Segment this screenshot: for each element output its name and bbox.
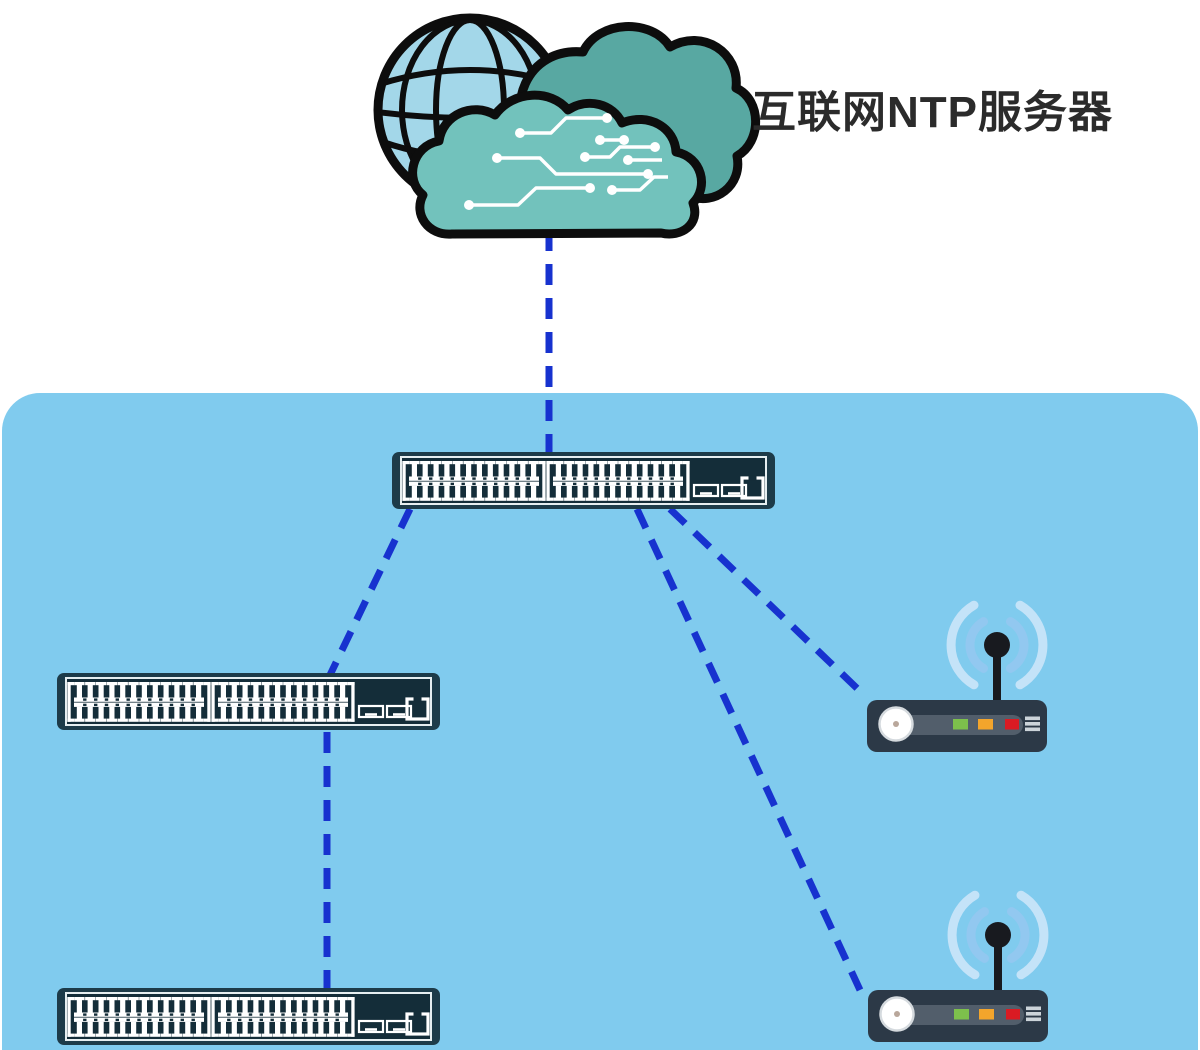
link-core-router2 <box>633 507 864 992</box>
internet-ntp-server-label: 互联网NTP服务器 <box>752 88 1113 137</box>
link-core-router1 <box>667 506 867 698</box>
circuit-nodes-icon <box>464 113 660 210</box>
front-cloud-icon <box>408 90 706 239</box>
circuit-traces-icon <box>469 116 668 207</box>
wireless-router-2 <box>868 895 1048 1042</box>
access-switch-1 <box>57 673 440 730</box>
access-switch-2 <box>57 988 440 1045</box>
link-core-access1 <box>326 507 414 677</box>
core-switch <box>392 452 775 509</box>
internet-cloud-icon <box>373 13 761 239</box>
wireless-router-1 <box>867 605 1047 752</box>
